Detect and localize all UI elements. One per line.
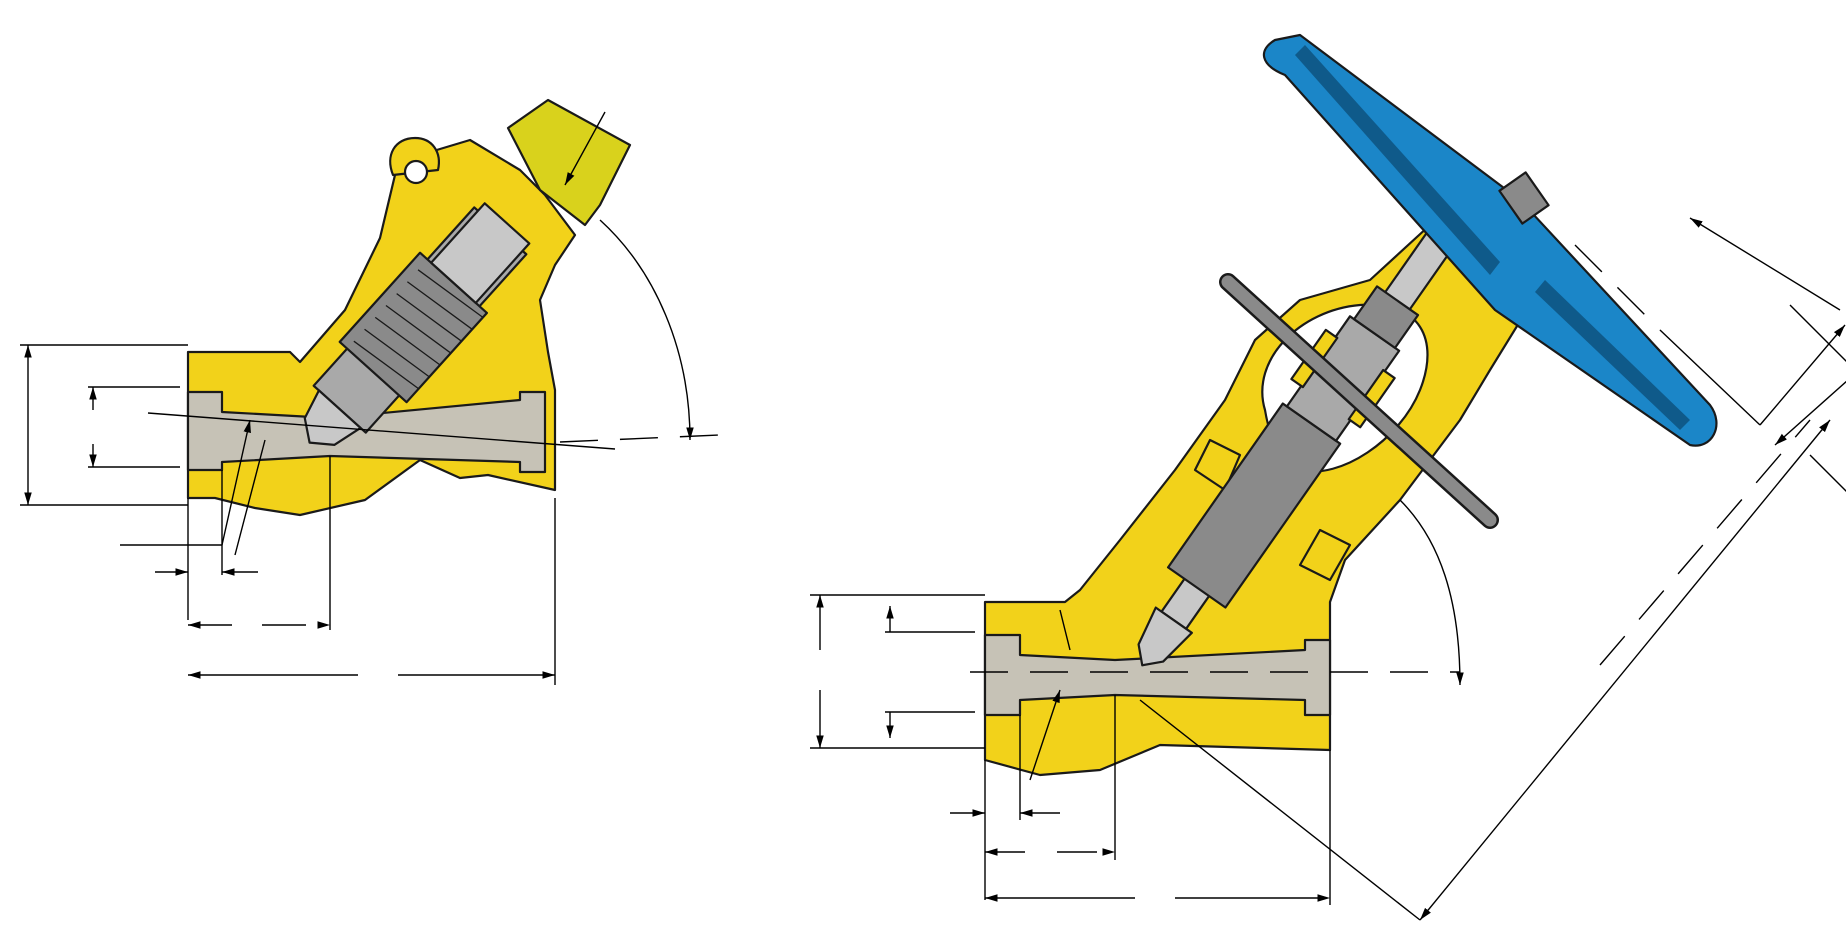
globe-valve-dimensions (810, 217, 1846, 921)
spring-coils (353, 269, 484, 390)
check-valve-view (20, 98, 721, 685)
check-valve-dimensions (20, 111, 721, 685)
handwheel (1263, 33, 1718, 447)
globe-valve-bore (983, 633, 1332, 717)
globe-valve-view (810, 33, 1846, 921)
check-valve-internals (303, 202, 531, 446)
